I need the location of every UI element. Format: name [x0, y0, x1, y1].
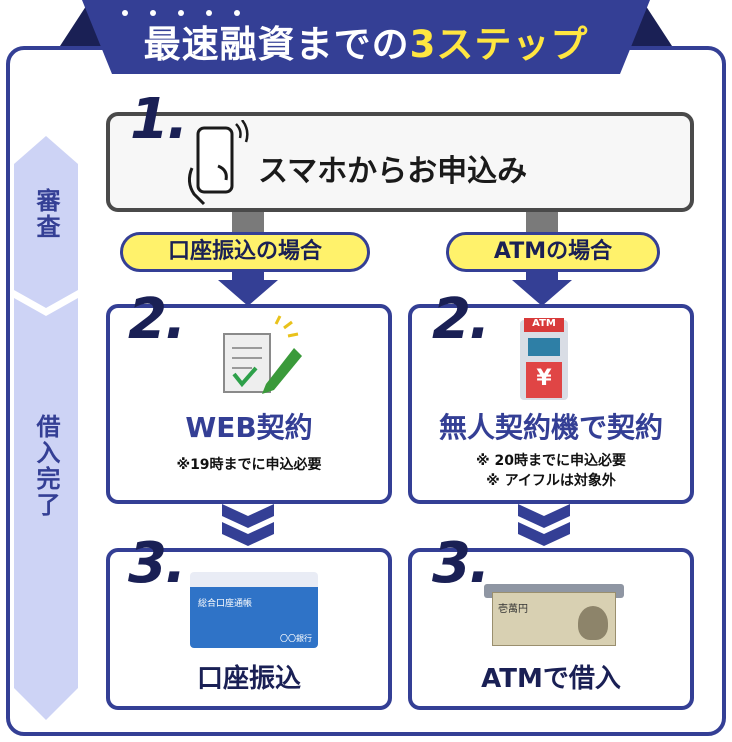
- title-main: 最速融資までの: [143, 23, 410, 66]
- atm-sign-text: ATM: [532, 318, 556, 329]
- title-accent: 3ステップ: [409, 23, 589, 66]
- branch-pill-atm: ATMの場合: [446, 232, 660, 272]
- step2-right-heading: 無人契約機で契約: [438, 411, 663, 444]
- step2-left-number: 2.: [128, 287, 186, 352]
- yen-symbol: ¥: [536, 366, 552, 391]
- step2-right-box: [408, 304, 694, 504]
- bankbook-icon: 総合口座通帳 〇〇銀行: [190, 572, 318, 648]
- chevron-down-icon: [512, 272, 572, 306]
- sidebar-label-review: 審査: [32, 188, 60, 240]
- step3-left-heading: 口座振込: [196, 664, 301, 694]
- title-banner: 最速融資までの3ステップ: [60, 0, 672, 78]
- document-pen-icon: [223, 315, 302, 394]
- connector-right-top: [526, 208, 558, 232]
- step3-right-heading: ATMで借入: [481, 664, 621, 694]
- step3-right-number: 3.: [432, 531, 490, 596]
- double-chevron-down-icon: [222, 504, 274, 546]
- step2-right-number: 2.: [432, 287, 490, 352]
- step1-label: スマホからお申込み: [258, 154, 528, 189]
- branch-pill-bank: 口座振込の場合: [120, 232, 370, 272]
- sidebar-arrow-shape: [14, 136, 78, 720]
- connector-left-top: [232, 208, 264, 232]
- step2-left-heading: WEB契約: [185, 411, 313, 444]
- banknote-text: 壱萬円: [498, 604, 528, 615]
- chevron-down-icon: [218, 272, 278, 306]
- smartphone-icon: [187, 120, 249, 206]
- process-sidebar: 審査 借入完了: [14, 136, 78, 720]
- page-title: 最速融資までの3ステップ: [60, 14, 672, 68]
- sidebar-label-complete: 借入完了: [32, 414, 60, 518]
- double-chevron-down-icon: [518, 504, 570, 546]
- atm-machine-icon: ATM ¥: [518, 316, 570, 400]
- step2-right-note-exclusion: ※ アイフルは対象外: [486, 473, 616, 489]
- banknote-icon: 壱萬円: [484, 584, 624, 648]
- step3-left-number: 3.: [128, 531, 186, 596]
- step2-right-note-time: ※ 20時までに申込必要: [476, 453, 626, 469]
- bankbook-title: 総合口座通帳: [198, 599, 253, 609]
- title-banner-shape: [60, 0, 672, 74]
- bankbook-bank: 〇〇銀行: [280, 634, 312, 643]
- step1-number: 1.: [130, 87, 188, 152]
- step2-left-note: ※19時までに申込必要: [176, 457, 322, 473]
